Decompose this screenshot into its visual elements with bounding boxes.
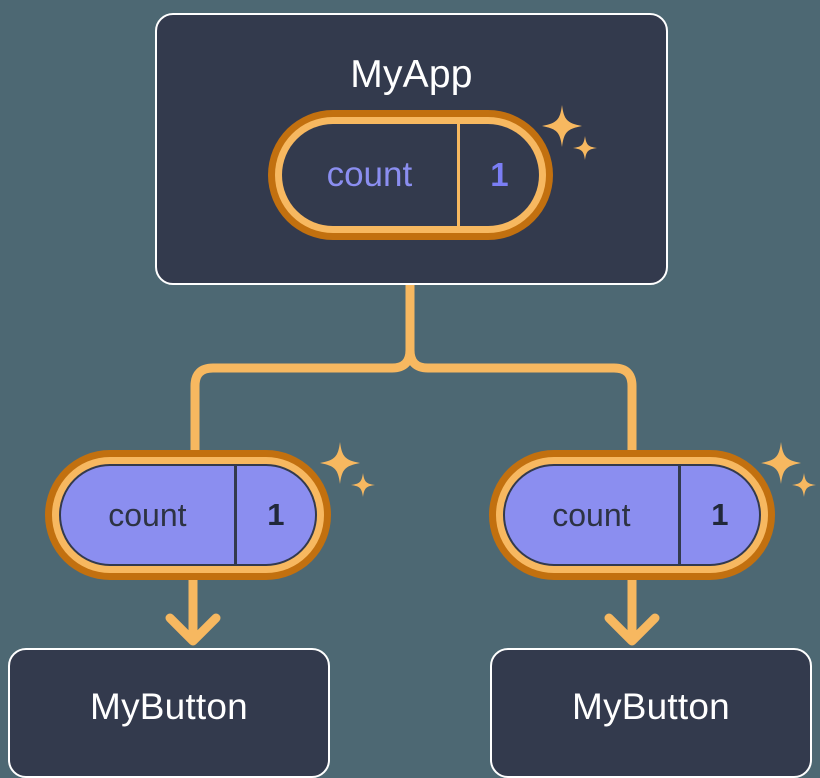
state-pill-child-left[interactable]: count 1 <box>45 450 331 580</box>
state-pill-child-right[interactable]: count 1 <box>489 450 775 580</box>
state-pill-ring-inner: count 1 <box>52 457 324 573</box>
state-pill-ring-inner: count 1 <box>496 457 768 573</box>
state-pill-body: count 1 <box>59 464 317 566</box>
state-pill-value: 1 <box>456 124 539 226</box>
state-pill-value: 1 <box>677 466 759 564</box>
state-pill-ring-inner: count 1 <box>275 117 546 233</box>
component-card-mybutton-right[interactable]: MyButton <box>490 648 812 778</box>
arrow-left-to-mybutton <box>165 575 221 646</box>
component-card-mybutton-left[interactable]: MyButton <box>8 648 330 778</box>
component-title-myapp: MyApp <box>350 53 473 96</box>
state-pill-key: count <box>326 155 413 194</box>
state-pill-body: count 1 <box>282 124 539 226</box>
state-pill-key: count <box>552 496 631 533</box>
state-pill-body: count 1 <box>503 464 761 566</box>
state-pill-value: 1 <box>233 466 315 564</box>
connector-trunk-left <box>190 280 415 455</box>
state-pill-myapp[interactable]: count 1 <box>268 110 553 240</box>
connector-trunk-right <box>405 280 637 455</box>
component-title-mybutton: MyButton <box>90 686 248 727</box>
component-title-mybutton: MyButton <box>572 686 730 727</box>
arrow-right-to-mybutton <box>604 575 660 646</box>
state-pill-key: count <box>108 496 187 533</box>
